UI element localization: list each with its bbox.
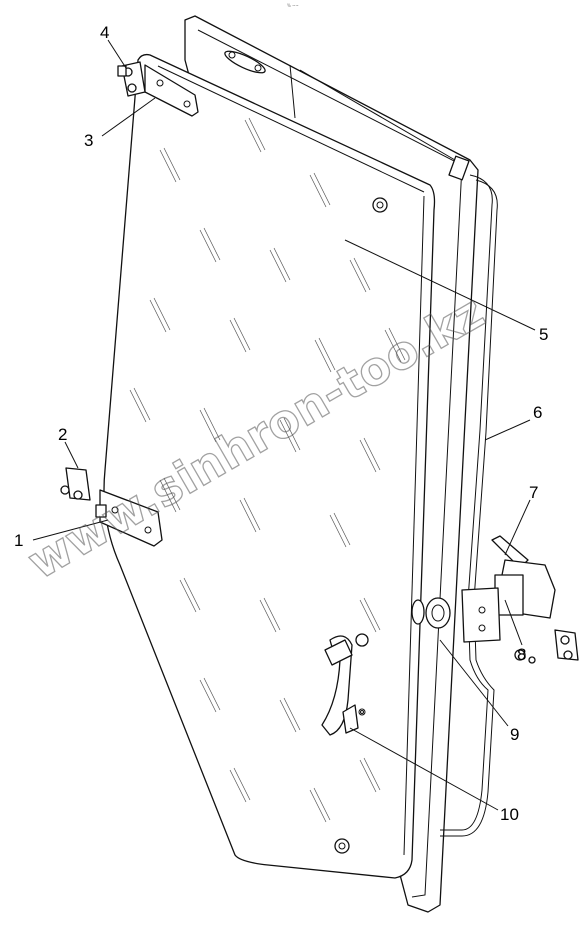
lock-mechanism	[411, 535, 579, 664]
upper-hinge-bracket	[117, 61, 146, 97]
lower-hinge	[95, 489, 163, 547]
callout-2: 2	[58, 425, 67, 444]
leader-lines	[32, 39, 536, 811]
callout-4: 4	[100, 23, 109, 42]
callout-1: 1	[14, 531, 23, 550]
callout-3: 3	[84, 131, 93, 150]
callout-9: 9	[510, 725, 519, 744]
seal-tube	[440, 174, 498, 837]
callout-10: 10	[500, 805, 519, 824]
callout-5: 5	[539, 325, 548, 344]
lower-hinge-bracket	[60, 467, 91, 501]
callout-7: 7	[529, 483, 538, 502]
header-mark: % ~~	[287, 3, 299, 8]
callout-8: 8	[517, 645, 526, 664]
upper-hinge	[144, 64, 199, 117]
callout-labels: 1 2 3 4 5 6 7 8 9 10	[14, 23, 548, 824]
glass-reflection-hatching	[129, 117, 406, 823]
door-handle	[321, 633, 369, 736]
callout-6: 6	[533, 403, 542, 422]
glass-panel	[103, 53, 436, 879]
